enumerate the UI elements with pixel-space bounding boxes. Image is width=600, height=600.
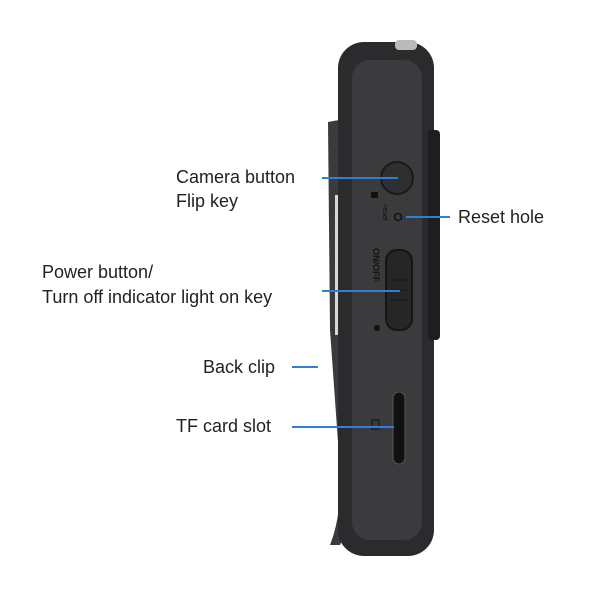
indicator-icon <box>374 325 380 331</box>
on-off-text: ON/OFF <box>371 248 381 282</box>
reset-text: reset <box>381 205 388 221</box>
camera-button-label: Camera button <box>176 167 296 187</box>
back-clip-label: Back clip <box>203 357 276 377</box>
tf-card-icon <box>371 419 380 430</box>
tf-card-slot <box>392 391 406 465</box>
reset-hole <box>393 212 403 222</box>
device-top-highlight <box>395 40 417 50</box>
camera-icon <box>371 192 378 198</box>
power-button-label: Power button/ <box>42 262 154 282</box>
indicator-light-label: Turn off indicator light on key <box>42 287 273 307</box>
flip-key-label: Flip key <box>176 191 239 211</box>
leader-lines <box>292 177 450 428</box>
tf-card-slot-label: TF card slot <box>176 416 272 436</box>
reset-hole-label: Reset hole <box>458 207 545 227</box>
back-panel <box>428 130 440 340</box>
